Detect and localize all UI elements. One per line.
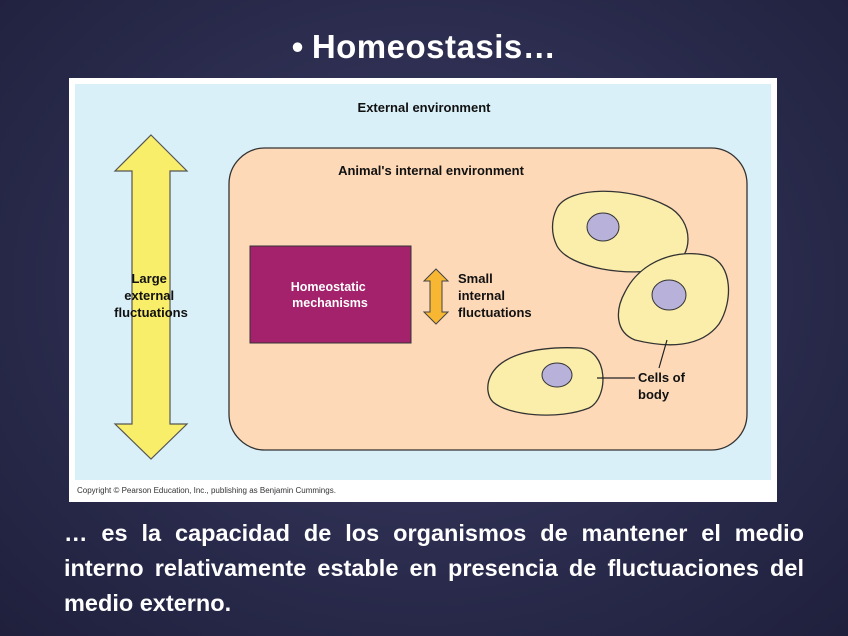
large-fluctuation-arrow-icon	[113, 134, 189, 460]
cells-of-body-label: Cells of body	[638, 370, 689, 402]
body-cell-bottom	[487, 347, 604, 416]
homeostasis-figure: External environment Large external fluc…	[69, 78, 777, 502]
definition-caption: … es la capacidad de los organismos de m…	[64, 520, 804, 616]
body-cell-middle	[617, 252, 730, 346]
homeostasis-diagram: External environment Large external fluc…	[75, 84, 771, 480]
body-cell-top	[551, 190, 689, 273]
copyright-notice: Copyright © Pearson Education, Inc., pub…	[77, 486, 336, 495]
homeostatic-mechanisms-box	[249, 245, 412, 344]
external-environment-label: External environment	[358, 100, 492, 115]
internal-environment-label: Animal's internal environment	[338, 163, 525, 178]
title-bullet: •	[291, 28, 304, 65]
slide-title: •Homeostasis…	[0, 28, 848, 66]
small-internal-fluctuations-label: Small internal fluctuations	[458, 271, 532, 320]
small-fluctuation-arrow-icon	[422, 268, 450, 325]
large-external-fluctuations-label: Large external fluctuations	[114, 271, 188, 320]
homeostatic-mechanisms-label: Homeostatic mechanisms	[291, 280, 370, 310]
title-text: Homeostasis…	[311, 28, 557, 65]
cell-leader-line	[658, 339, 668, 369]
